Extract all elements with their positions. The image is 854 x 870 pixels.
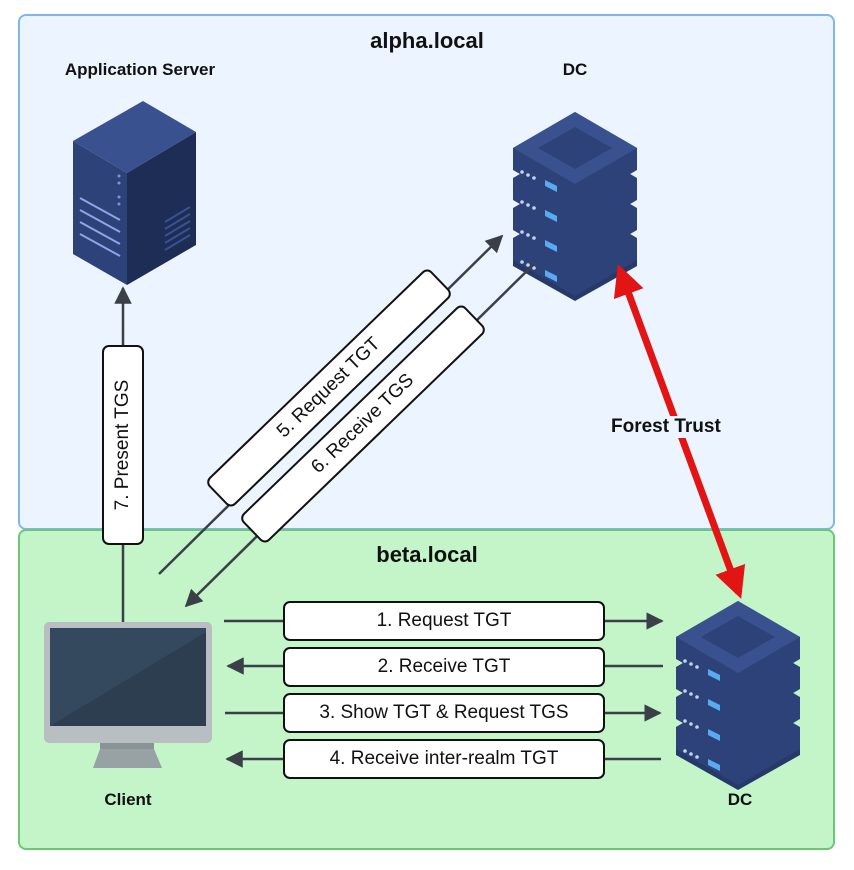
- app-server-icon: [73, 101, 196, 285]
- alpha-dc-server-icon: [513, 112, 637, 301]
- alpha-zone-title: alpha.local: [370, 28, 484, 53]
- beta-zone-title: beta.local: [376, 542, 478, 567]
- client-label: Client: [104, 790, 152, 809]
- message-4: 4. Receive inter-realm TGT: [283, 739, 605, 779]
- message-7: 7. Present TGS: [102, 345, 144, 545]
- client-monitor-icon: [44, 622, 212, 768]
- message-1: 1. Request TGT: [283, 601, 605, 641]
- message-2: 2. Receive TGT: [283, 647, 605, 687]
- beta-dc-label: DC: [727, 790, 753, 809]
- beta-dc-server-icon: [676, 601, 800, 790]
- forest-trust-label: Forest Trust: [609, 416, 723, 438]
- message-3: 3. Show TGT & Request TGS: [283, 693, 605, 733]
- app-server-label: Application Server: [64, 60, 216, 79]
- alpha-dc-label: DC: [562, 60, 588, 79]
